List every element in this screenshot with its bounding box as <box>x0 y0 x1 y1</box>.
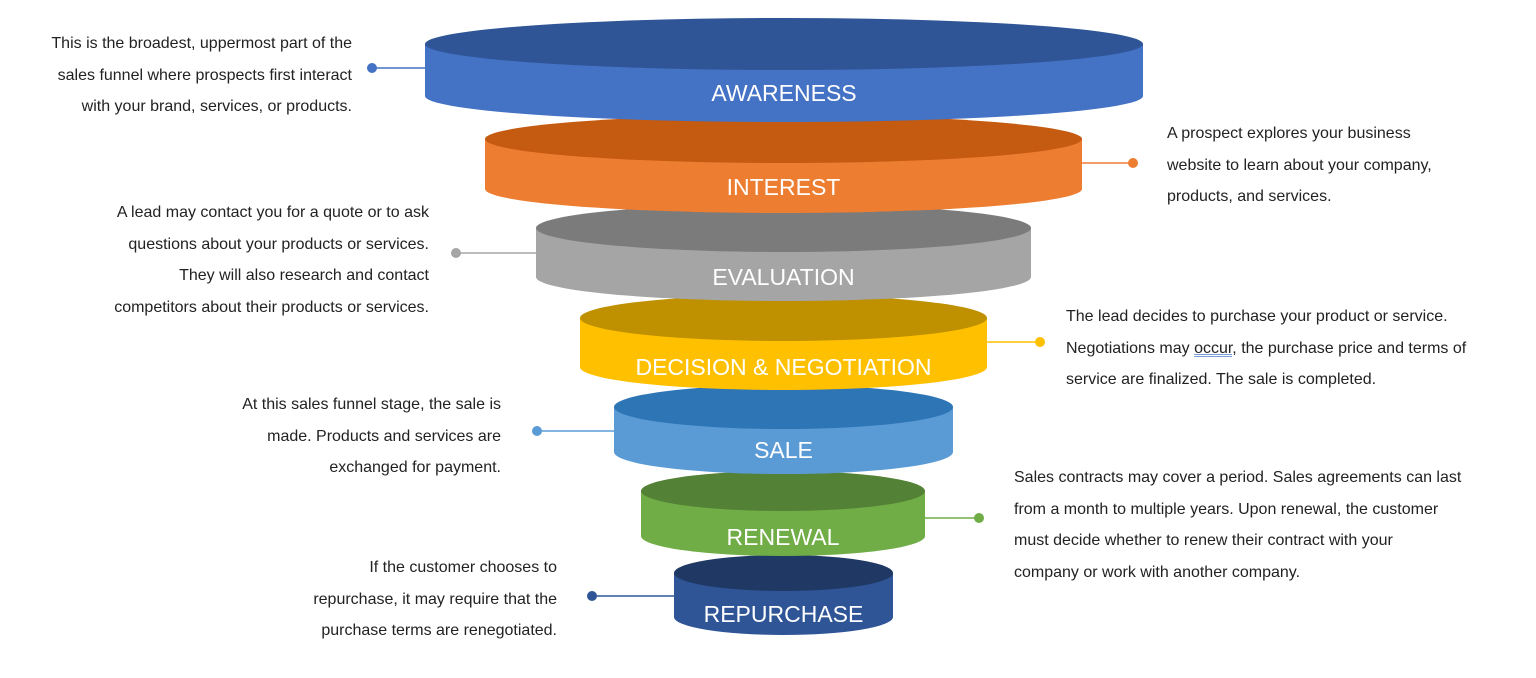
description-line: A prospect explores your business <box>1167 125 1411 142</box>
description-line: made. Products and services are <box>267 427 501 445</box>
tier-label: AWARENESS <box>711 80 856 106</box>
description-line: Sales contracts may cover a period. Sale… <box>1014 469 1462 486</box>
spellcheck-underlined-word: occur, <box>1194 339 1237 357</box>
description-line: service are finalized. The sale is compl… <box>1066 371 1377 388</box>
description-line: website to learn about your company, <box>1167 156 1432 174</box>
stage-description: The lead decides to purchase your produc… <box>1066 301 1466 396</box>
tier-top <box>674 555 893 591</box>
funnel-tier-awareness: AWARENESS <box>425 18 1143 122</box>
connector-dot <box>1035 337 1045 347</box>
connector-dot <box>451 248 461 258</box>
description-line: exchanged for payment. <box>329 459 501 476</box>
tier-label: DECISION & NEGOTIATION <box>635 354 931 380</box>
description-line: purchase terms are renegotiated. <box>321 622 557 639</box>
tier-label: SALE <box>754 437 813 463</box>
connector-dot <box>587 591 597 601</box>
description-line: sales funnel where prospects first inter… <box>57 66 352 84</box>
stage-description: At this sales funnel stage, the sale is m… <box>242 389 501 484</box>
tier-label: INTEREST <box>727 174 841 200</box>
funnel-tier-sale: SALE <box>614 385 953 475</box>
tier-label: REPURCHASE <box>704 601 864 627</box>
tier-top <box>614 385 953 429</box>
connector-dot <box>974 513 984 523</box>
description-line: with your brand, services, or products. <box>81 98 352 115</box>
description-line: must decide whether to renew their contr… <box>1014 532 1393 549</box>
tier-top <box>580 295 987 341</box>
description-line: The lead decides to purchase your produc… <box>1066 308 1448 325</box>
description-line: products, and services. <box>1167 188 1332 205</box>
description-line: questions about your products or service… <box>128 235 429 253</box>
stage-description: A lead may contact you for a quote or to… <box>114 197 429 323</box>
tier-top <box>536 204 1031 252</box>
description-line: This is the broadest, uppermost part of … <box>51 35 352 52</box>
description-line: company or work with another company. <box>1014 563 1301 581</box>
connector-dot <box>1128 158 1138 168</box>
tier-label: RENEWAL <box>727 524 840 550</box>
funnel-tier-interest: INTEREST <box>485 115 1082 213</box>
tier-top <box>641 471 925 511</box>
funnel-tier-evaluation: EVALUATION <box>536 204 1031 301</box>
stage-description: If the customer chooses to repurchase, it… <box>313 552 557 647</box>
description-line: They will also research and contact <box>179 267 429 284</box>
tier-top <box>485 115 1082 163</box>
description-line: A lead may contact you for a quote or to… <box>116 204 429 221</box>
description-line: At this sales funnel stage, the sale is <box>242 396 501 413</box>
description-line: from a month to multiple years. Upon ren… <box>1014 500 1439 518</box>
connector-dot <box>367 63 377 73</box>
funnel-tier-renewal: RENEWAL <box>641 471 925 556</box>
tier-top <box>425 18 1143 70</box>
description-line: competitors about their products or serv… <box>114 298 429 316</box>
description-line: Negotiations may occur, the purchase pri… <box>1066 339 1467 357</box>
stage-description: This is the broadest, uppermost part of … <box>51 28 352 123</box>
stage-description: A prospect explores your business website… <box>1167 118 1432 213</box>
stage-description: Sales contracts may cover a period. Sale… <box>1014 462 1461 588</box>
connector-dot <box>532 426 542 436</box>
funnel-tier-repurchase: REPURCHASE <box>674 555 893 635</box>
funnel-tier-decision-negotiation: DECISION & NEGOTIATION <box>580 295 987 390</box>
description-line: repurchase, it may require that the <box>313 590 557 608</box>
description-line: If the customer chooses to <box>369 559 557 576</box>
tier-label: EVALUATION <box>712 264 854 290</box>
